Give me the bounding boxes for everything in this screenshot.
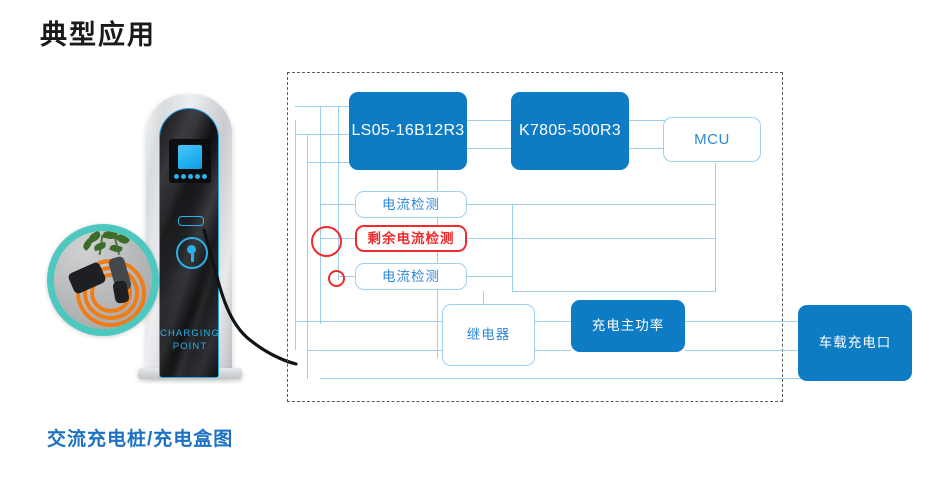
charging-port-icon (176, 237, 208, 269)
wire-feed-mid (295, 134, 353, 136)
block-relay[interactable]: 继电器 (442, 304, 535, 366)
wire-mainpower-vehicle-b (685, 350, 818, 352)
wire-feed-low (307, 162, 353, 164)
wire-residual-out (467, 238, 513, 240)
pillar-front-panel: CHARGING POINT (159, 108, 219, 378)
block-vehicle-charging-port[interactable]: 车载充电口 (798, 305, 912, 381)
charging-port-stem (190, 253, 194, 262)
led-icon (181, 174, 186, 179)
wire-current2-out (467, 276, 513, 278)
wire-to-current1 (320, 204, 355, 206)
wire-bus-l1 (295, 120, 297, 350)
page-title: 典型应用 (40, 20, 156, 50)
block-current-detect-1[interactable]: 电流检测 (355, 191, 467, 218)
led-icon (202, 174, 207, 179)
brand-line-2: POINT (172, 341, 208, 352)
charging-pile-illustration: CHARGING POINT (42, 72, 298, 402)
wire-bus-l3 (320, 106, 322, 324)
wire-relay-top (483, 291, 485, 312)
block-current-detect-2[interactable]: 电流检测 (355, 263, 467, 290)
block-diagram: LS05-16B12R3 K7805-500R3 MCU 电流检测 剩余电流检测… (287, 72, 818, 402)
block-residual-current-detect[interactable]: 剩余电流检测 (355, 225, 467, 252)
block-k7805[interactable]: K7805-500R3 (511, 92, 629, 170)
wire-ls05-k7805-b (465, 148, 513, 150)
wire-relay-in-b (307, 350, 435, 352)
wire-to-current2 (338, 276, 355, 278)
figure-caption: 交流充电桩/充电盒图 (47, 429, 234, 450)
wire-relay-in-a (295, 321, 435, 323)
display-screen-icon (178, 145, 202, 169)
wire-mainpower-vehicle-a (685, 321, 818, 323)
wire-feed-top (295, 106, 353, 108)
wire-right-b (512, 238, 716, 240)
ev-cable-photo-inset (47, 224, 159, 336)
wire-mcu-down (715, 163, 717, 291)
wire-ls05-k7805-a (465, 120, 513, 122)
wire-bus-l2 (307, 134, 309, 379)
wire-bus-mid (437, 148, 439, 358)
enclosure-boundary (287, 72, 783, 402)
card-reader-slot-icon (178, 216, 204, 226)
wire-bus-l4 (338, 106, 340, 280)
block-mcu[interactable]: MCU (663, 117, 761, 162)
screen-bezel (169, 139, 211, 183)
led-indicator-row (174, 174, 208, 179)
brand-label: CHARGING POINT (160, 327, 219, 353)
wire-detect-bus (512, 204, 514, 292)
wire-k7805-mcu-b (627, 148, 665, 150)
charging-port-inner (187, 245, 196, 254)
wire-current1-out (467, 204, 513, 206)
block-main-charging-power[interactable]: 充电主功率 (571, 300, 685, 352)
wire-relay-mainpower-b (535, 350, 571, 352)
block-ls05[interactable]: LS05-16B12R3 (349, 92, 467, 170)
led-icon (188, 174, 193, 179)
wire-relay-mainpower-a (535, 321, 571, 323)
current-transformer-small-icon (328, 270, 345, 287)
wire-ground-return (320, 378, 818, 380)
led-icon (195, 174, 200, 179)
current-transformer-large-icon (311, 226, 342, 257)
wire-right-a (512, 204, 716, 206)
wire-right-c (512, 291, 716, 293)
brand-line-1: CHARGING (160, 328, 219, 339)
wire-k7805-mcu-a (627, 120, 665, 122)
led-icon (174, 174, 179, 179)
